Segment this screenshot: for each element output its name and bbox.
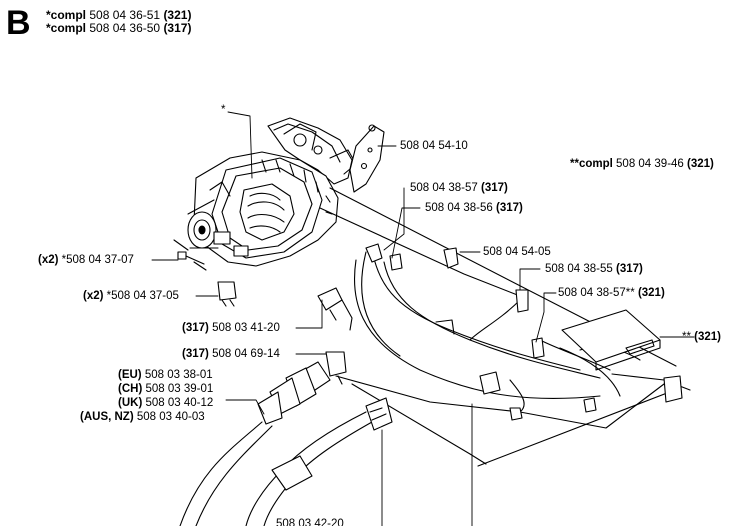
callout-compl-cable: **compl 508 04 39-46 (321) — [570, 158, 714, 171]
header-code: (321) — [163, 8, 192, 22]
header-prefix: *compl — [46, 21, 87, 35]
callout-code: (317) — [182, 322, 209, 334]
callout-bottom-cut: 508 03 42-20 — [276, 518, 344, 526]
callout-prefix: ** — [682, 331, 691, 343]
callout-wire-c: 508 04 38-55 (317) — [545, 263, 643, 276]
callout-number: 508 03 38-01 — [144, 369, 213, 381]
callout-wire-d: 508 04 38-57** (321) — [558, 287, 665, 300]
callout-number: *508 04 37-07 — [61, 254, 134, 266]
callout-region: (EU) — [118, 369, 142, 381]
callout-clip: 508 04 54-05 — [483, 246, 551, 258]
header-line-1: *compl 508 04 36-51 (321) — [46, 9, 191, 22]
callout-cord-uk: (UK) 508 03 40-12 — [118, 397, 213, 410]
callout-brush-1: (x2) *508 04 37-07 — [38, 254, 134, 267]
carbon-brushes — [173, 239, 237, 307]
callout-number: *508 04 37-05 — [106, 290, 179, 302]
callout-switch-bracket: 508 04 54-10 — [400, 140, 468, 152]
control-box — [561, 309, 661, 371]
callout-wire-b: 508 04 38-56 (317) — [425, 202, 523, 215]
callout-prefix: **compl — [570, 158, 613, 170]
motor-assembly — [187, 117, 357, 267]
callout-cord-ch: (CH) 508 03 39-01 — [118, 383, 213, 396]
callout-code: (317) — [182, 348, 209, 360]
callout-region: (AUS, NZ) — [80, 411, 134, 423]
callout-code: (321) — [687, 158, 714, 170]
leader-lines — [151, 111, 695, 526]
connector-part — [325, 351, 347, 385]
header-code: (317) — [163, 21, 192, 35]
switch-part — [317, 287, 353, 331]
callout-number: 508 03 40-12 — [145, 397, 214, 409]
callout-number: 508 03 40-03 — [136, 411, 205, 423]
callout-code: (321) — [637, 287, 665, 299]
callout-number: 508 04 39-46 — [616, 158, 684, 170]
callout-cord-aus: (AUS, NZ) 508 03 40-03 — [80, 411, 205, 424]
callout-switch: (317) 508 03 41-20 — [182, 322, 280, 335]
callout-wire-a: 508 04 38-57 (317) — [410, 182, 508, 195]
callout-region: (UK) — [118, 397, 143, 409]
header-line-2: *compl 508 04 36-50 (317) — [46, 22, 191, 35]
callout-number: 508 04 38-55 — [545, 263, 613, 275]
callout-number: 508 04 38-56 — [425, 202, 493, 214]
callout-brush-2: (x2) *508 04 37-05 — [83, 290, 179, 303]
callout-code: (317) — [616, 263, 643, 275]
callout-number: 508 04 69-14 — [212, 348, 280, 360]
switch-bracket — [349, 124, 385, 193]
callout-region: (CH) — [118, 383, 143, 395]
power-cord — [179, 361, 393, 526]
callout-code: (317) — [481, 182, 508, 194]
callout-code: (321) — [694, 331, 722, 343]
header-prefix: *compl — [46, 8, 87, 22]
callout-code: (317) — [496, 202, 523, 214]
callout-number: 508 03 41-20 — [212, 322, 280, 334]
callout-qty: (x2) — [83, 290, 104, 302]
callout-qty: (x2) — [38, 254, 59, 266]
callout-number: 508 03 39-01 — [145, 383, 214, 395]
callout-connector: (317) 508 04 69-14 — [182, 348, 280, 361]
callout-number: 508 04 38-57 — [410, 182, 478, 194]
callout-cord-eu: (EU) 508 03 38-01 — [118, 369, 213, 382]
callout-number: 508 04 38-57** — [558, 287, 635, 299]
star-callout: * — [221, 104, 226, 116]
callout-control-box: ** (321) — [682, 331, 721, 344]
header-number: 508 04 36-50 — [89, 21, 161, 35]
header-number: 508 04 36-51 — [89, 8, 161, 22]
section-letter: B — [6, 4, 31, 42]
